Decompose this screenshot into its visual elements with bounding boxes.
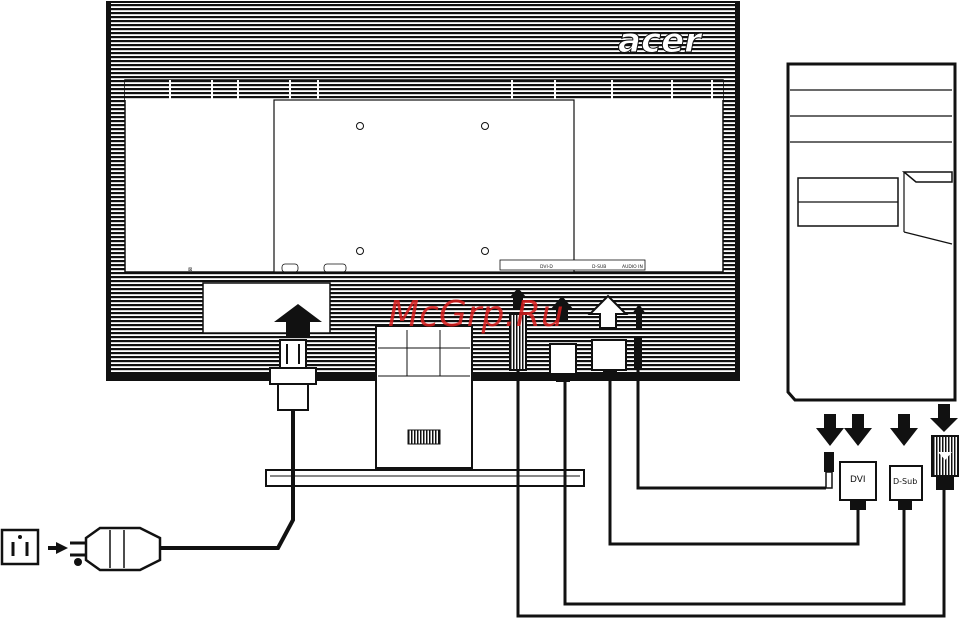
port-label-audio: AUDIO IN [622, 264, 643, 270]
signal-cables [518, 370, 944, 616]
pc-connectors: DVI D-Sub [824, 436, 958, 510]
brand-logo: acer [618, 21, 703, 61]
down-arrow-icon [816, 414, 844, 446]
left-arrow-icon [48, 542, 68, 554]
dsub-label: D-Sub [893, 477, 917, 486]
svg-text:⊠: ⊠ [188, 267, 192, 273]
dvi-label: DVI [850, 475, 866, 485]
down-arrow-icon [890, 414, 918, 446]
port-label-vga: D-SUB [592, 264, 606, 270]
watermark: McGrp.Ru [388, 294, 564, 335]
port-label-dvi: DVI-D [540, 264, 553, 270]
pc-tower [788, 64, 955, 400]
down-arrow-icon [844, 414, 872, 446]
down-arrow-icon [930, 404, 958, 432]
